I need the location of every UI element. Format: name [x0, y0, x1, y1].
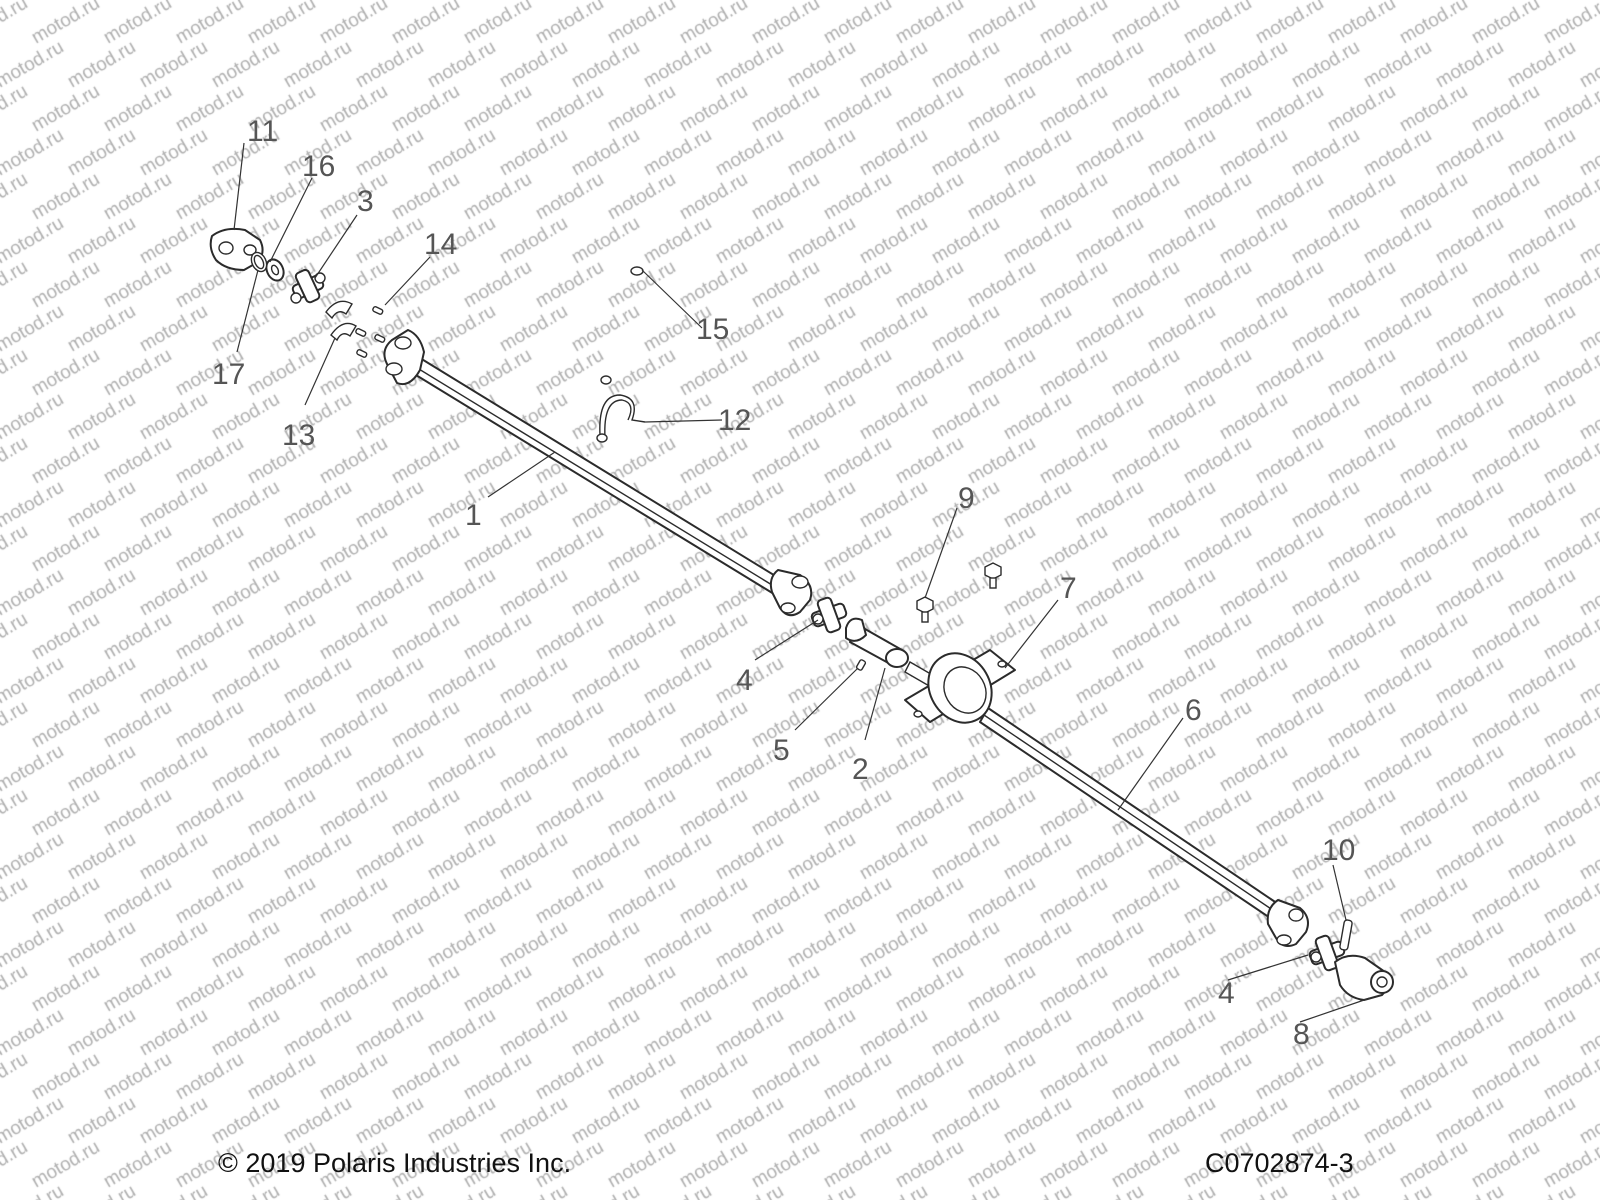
callout-4-rear: 4 — [1218, 977, 1235, 1010]
part-4-u-joint-center — [810, 596, 848, 634]
part-7-carrier-bearing — [904, 649, 1016, 724]
callout-1: 1 — [465, 499, 482, 532]
callout-2: 2 — [852, 753, 869, 786]
callout-7: 7 — [1060, 572, 1077, 605]
callout-8: 8 — [1293, 1018, 1310, 1051]
callout-10: 10 — [1322, 834, 1355, 867]
part-15-push-pins — [600, 266, 644, 385]
callout-12: 12 — [718, 404, 751, 437]
part-10-roll-pin — [1339, 919, 1353, 951]
callout-4-center: 4 — [736, 664, 753, 697]
callout-labels: 11 16 3 14 15 12 17 13 1 4 5 2 9 7 6 10 … — [212, 115, 1355, 1051]
part-2-slip-yoke — [845, 617, 909, 668]
figure-id: C0702874-3 — [1205, 1148, 1354, 1178]
leader-lines — [233, 142, 1371, 1023]
part-14-screws — [355, 306, 386, 358]
part-1-front-propshaft — [383, 329, 813, 617]
callout-15: 15 — [696, 313, 729, 346]
callout-16: 16 — [302, 150, 335, 183]
callout-13: 13 — [282, 419, 315, 452]
part-5-grease-fitting — [855, 659, 867, 671]
callout-9: 9 — [958, 482, 975, 515]
part-9-bolts — [916, 562, 1002, 623]
part-17-snap-ring — [250, 251, 268, 273]
part-4-u-joint-rear — [1308, 934, 1346, 972]
callout-3: 3 — [357, 185, 374, 218]
callout-17: 17 — [212, 358, 245, 391]
callout-14: 14 — [424, 228, 457, 261]
copyright-text: © 2019 Polaris Industries Inc. — [218, 1148, 572, 1178]
part-12-clip — [596, 394, 646, 443]
part-3-u-joint — [290, 268, 326, 304]
callout-5: 5 — [773, 734, 790, 767]
callout-6: 6 — [1185, 694, 1202, 727]
callout-11: 11 — [247, 115, 278, 148]
part-8-rear-yoke — [1334, 954, 1394, 1001]
part-13-strap — [325, 300, 357, 342]
